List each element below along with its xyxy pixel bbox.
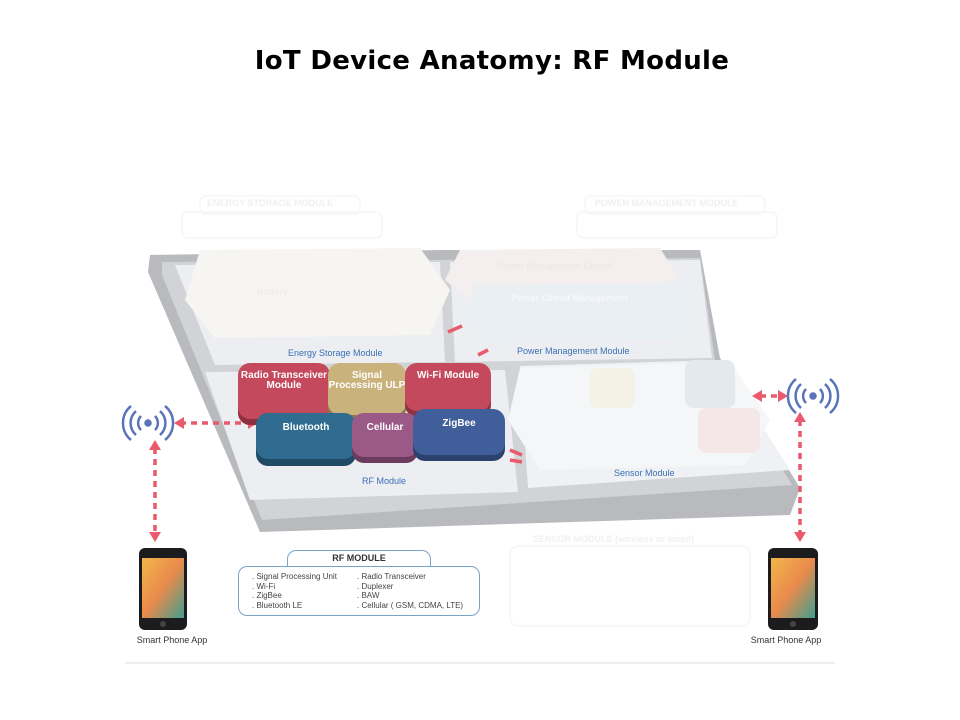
arrow-heads bbox=[149, 390, 806, 542]
smartphone-left bbox=[139, 548, 187, 630]
sensor-faded-block bbox=[698, 408, 760, 453]
energy-header-box bbox=[181, 211, 383, 239]
rf-item: . Duplexer bbox=[357, 581, 394, 591]
sensor-header-box bbox=[509, 545, 751, 627]
rf-module-label: RF Module bbox=[362, 476, 407, 486]
power-header-tab bbox=[584, 195, 766, 215]
radio-transceiver-block: Radio Transceiver Module bbox=[238, 363, 330, 419]
power-header-box bbox=[576, 211, 778, 239]
rf-module-left-list: . Signal Processing Unit . Wi-Fi . ZigBe… bbox=[252, 572, 337, 610]
battery-block bbox=[185, 248, 450, 338]
rf-module-box-title: RF MODULE bbox=[332, 553, 386, 563]
bluetooth-block: Bluetooth bbox=[256, 413, 356, 459]
rf-item: . Wi-Fi bbox=[252, 581, 276, 591]
faded-pc-mgmt-label: Power Circuit Management bbox=[512, 293, 628, 303]
faded-power-header: POWER MANAGEMENT MODULE bbox=[595, 198, 739, 208]
smartphone-left-caption: Smart Phone App bbox=[136, 635, 208, 645]
rf-module-box bbox=[238, 566, 480, 616]
rf-item: . ZigBee bbox=[252, 591, 282, 600]
rf-item: . Bluetooth LE bbox=[252, 600, 303, 610]
faded-energy-header: ENERGY STORAGE MODULE bbox=[207, 198, 334, 208]
rf-module-right-list: . Radio Transceiver . Duplexer . BAW . C… bbox=[357, 572, 463, 610]
rf-item: . Signal Processing Unit bbox=[252, 572, 337, 581]
sensor-faded-block bbox=[685, 360, 735, 408]
signal-processing-block: Signal Processing ULP bbox=[328, 363, 406, 415]
smartphone-right bbox=[768, 548, 818, 630]
cellular-block: Cellular bbox=[352, 413, 418, 457]
wifi-module-block: Wi-Fi Module bbox=[405, 363, 491, 411]
faded-battery-label: Battery bbox=[257, 287, 289, 297]
rf-item: . Cellular ( GSM, CDMA, LTE) bbox=[357, 600, 464, 610]
wireless-icon-left bbox=[121, 405, 175, 441]
rf-item: . BAW bbox=[357, 591, 380, 600]
page-title: IoT Device Anatomy: RF Module bbox=[254, 46, 730, 76]
energy-storage-module-label: Energy Storage Module bbox=[288, 348, 383, 358]
zigbee-block: ZigBee bbox=[413, 409, 505, 455]
faded-pm-circuit-label: Power Management Circuit bbox=[497, 261, 613, 271]
rf-item: . Radio Transceiver bbox=[357, 572, 426, 581]
sensor-module-label: Sensor Module bbox=[614, 468, 675, 478]
power-circuit-mgmt-block bbox=[465, 283, 695, 342]
connection-arrows bbox=[153, 324, 802, 532]
energy-header-tab bbox=[199, 195, 361, 215]
wireless-icon-right bbox=[786, 378, 840, 414]
sensor-faded-block bbox=[590, 368, 635, 408]
faded-sensor-header: SENSOR MODULE (wireless or wired) bbox=[533, 534, 695, 544]
smartphone-right-caption: Smart Phone App bbox=[750, 635, 822, 645]
power-management-module-label: Power Management Module bbox=[517, 346, 630, 356]
